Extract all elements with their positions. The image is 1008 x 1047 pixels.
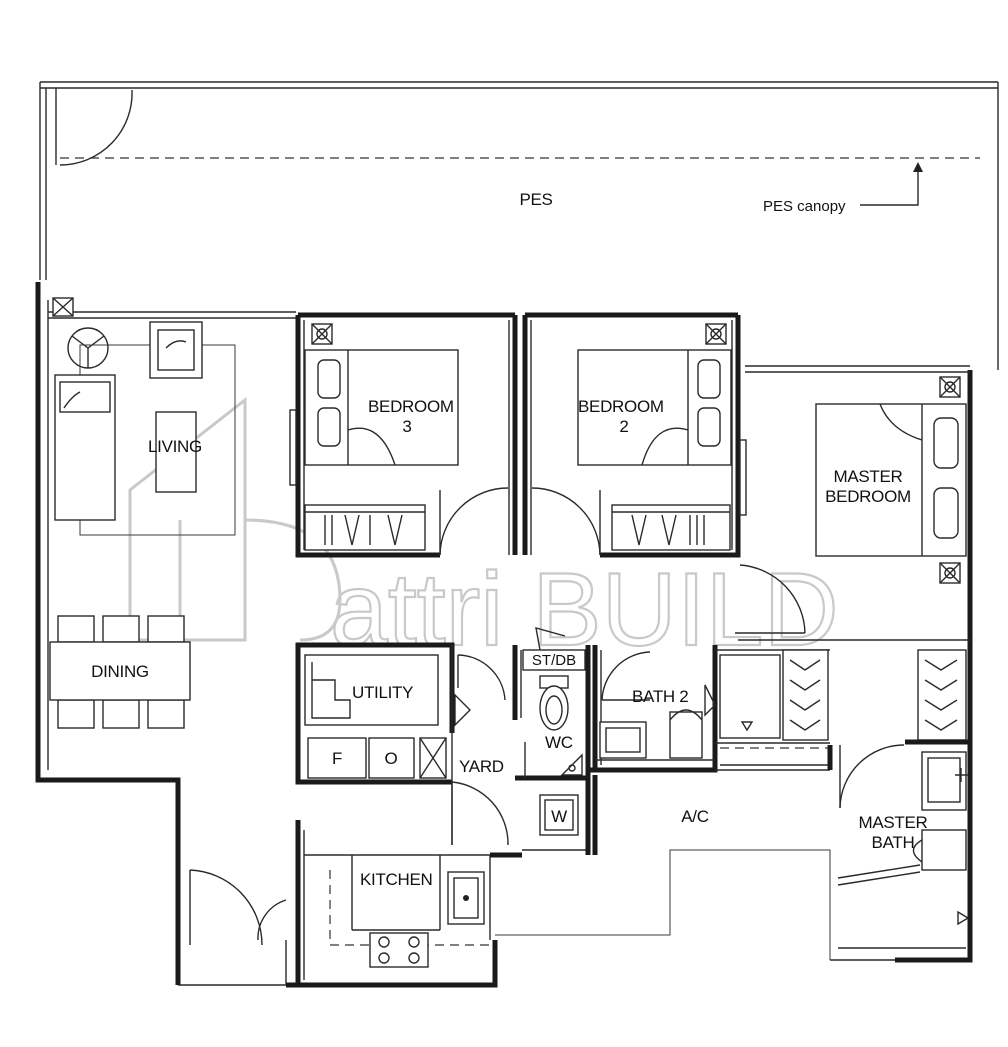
- pes-label: PES: [519, 190, 552, 209]
- fridge: [307, 737, 367, 779]
- bedroom-2-label-line1: BEDROOM: [578, 397, 664, 416]
- utility-room: UTILITY: [295, 642, 471, 733]
- bath-2-label: BATH 2: [632, 687, 688, 706]
- kitchen: KITCHEN: [295, 820, 491, 985]
- living-room: LIVING: [52, 297, 236, 536]
- ac-label: A/C: [681, 807, 708, 826]
- wc-label: WC: [545, 733, 573, 752]
- ac-ledge: A/C: [585, 745, 833, 855]
- master-bath-toilet: [921, 829, 967, 871]
- living-label: LIVING: [148, 437, 202, 456]
- kitchen-label: KITCHEN: [360, 870, 433, 889]
- bath-2: BATH 2: [592, 645, 830, 773]
- wc: ST/DB WC W: [490, 627, 591, 858]
- fridge-label: F: [332, 749, 342, 768]
- wc-toilet: [539, 685, 569, 731]
- master-bath-label-line1: MASTER: [858, 813, 927, 832]
- master-bath: MASTER BATH: [837, 744, 970, 949]
- master-bedroom-label-line1: MASTER: [833, 467, 902, 486]
- washer-label: W: [551, 807, 567, 826]
- yard: YARD: [451, 645, 509, 846]
- pes-canopy-label: PES canopy: [763, 198, 846, 215]
- entrance-door: [189, 869, 287, 985]
- utility-label: UTILITY: [352, 683, 413, 702]
- bedroom-2-label-line2: 2: [619, 417, 628, 436]
- bedroom-3: BEDROOM 3: [289, 312, 518, 558]
- washer: [539, 794, 579, 836]
- bedroom-3-label-line1: BEDROOM: [368, 397, 454, 416]
- master-bedroom-label-line2: BEDROOM: [825, 487, 911, 506]
- dining-table: [49, 641, 191, 701]
- oven: [368, 737, 415, 779]
- pes-area: [39, 81, 999, 370]
- bedroom-3-label-line2: 3: [402, 417, 411, 436]
- living-coffee-table: [155, 411, 197, 493]
- master-bedroom: MASTER BEDROOM: [735, 376, 970, 641]
- kitchen-appliances: F O: [295, 733, 452, 785]
- bath-2-toilet: [669, 711, 703, 759]
- dining-area: DINING: [49, 615, 191, 729]
- dining-label: DINING: [91, 662, 149, 681]
- yard-label: YARD: [459, 757, 504, 776]
- kitchen-hob: [369, 932, 429, 968]
- master-wardrobes: [782, 649, 970, 745]
- exterior-walls: [35, 282, 973, 988]
- oven-label: O: [385, 749, 398, 768]
- master-bath-label-line2: BATH: [872, 833, 915, 852]
- master-bath-basin: [921, 751, 967, 811]
- st-db-label: ST/DB: [532, 652, 576, 669]
- bedroom-2: BEDROOM 2: [522, 312, 747, 558]
